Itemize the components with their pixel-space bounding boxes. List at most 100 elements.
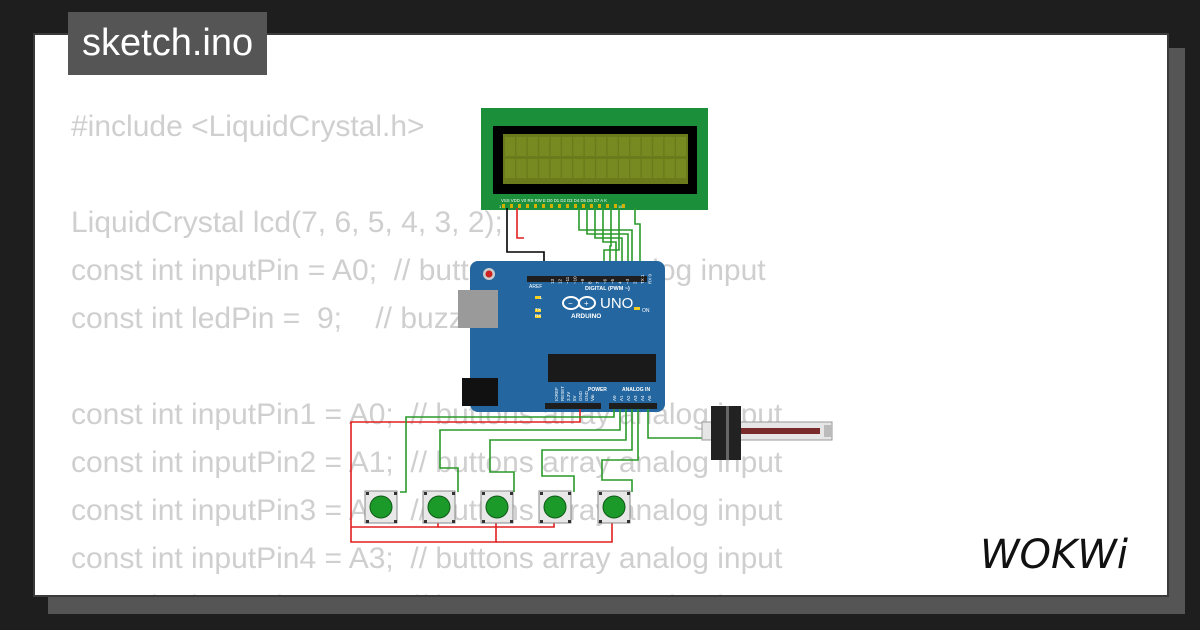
- digital-label: DIGITAL (PWM ~): [585, 286, 630, 292]
- digital-pin-label: ~11: [565, 276, 570, 284]
- power-pin-label: GND: [578, 390, 583, 401]
- code-line: LiquidCrystal lcd(7, 6, 5, 4, 3, 2);: [71, 206, 503, 239]
- pushbutton[interactable]: [480, 490, 514, 524]
- digital-pin-label: 2: [633, 281, 638, 284]
- lcd-pin: [502, 204, 505, 208]
- analog-pin-label: A0: [612, 395, 617, 401]
- lcd-char-cell: [573, 159, 584, 178]
- power-label: POWER: [588, 387, 607, 393]
- digital-pin-label: 7: [595, 281, 600, 284]
- code-line: #include <LiquidCrystal.h>: [71, 110, 425, 143]
- arduino-logo: − +: [562, 296, 596, 310]
- lcd-char-cell: [607, 137, 618, 156]
- lcd-pin: [622, 204, 625, 208]
- slide-potentiometer[interactable]: [701, 406, 833, 460]
- code-preview: #include <LiquidCrystal.h> LiquidCrystal …: [71, 103, 783, 595]
- lcd-char-cell: [527, 159, 538, 178]
- lcd-char-cell: [539, 159, 550, 178]
- board-model-label: UNO: [600, 295, 633, 312]
- lcd-char-cell: [619, 159, 629, 178]
- atmega-chip: [548, 354, 656, 382]
- lcd-char-cell: [562, 159, 572, 178]
- lcd-char-cell: [607, 159, 618, 178]
- pushbutton[interactable]: [597, 490, 631, 524]
- analog-pin-label: A3: [633, 395, 638, 401]
- aref-label: AREF: [529, 284, 542, 290]
- on-label: ON: [642, 308, 650, 314]
- pushbutton-row: [364, 490, 631, 524]
- lcd-pin-last: 16: [618, 204, 623, 209]
- power-pin-label: GND: [584, 390, 589, 401]
- analog-pin-label: A2: [626, 395, 631, 401]
- file-title: sketch.ino: [68, 12, 268, 75]
- digital-pin-label: 8: [588, 281, 593, 284]
- analog-label: ANALOG IN: [622, 387, 650, 393]
- code-line: const int inputPin2 = A1; // buttons arr…: [71, 446, 783, 479]
- digital-pin-label: ~9: [580, 278, 585, 284]
- power-pin-label: IOREF: [554, 387, 559, 401]
- lcd-char-cell: [630, 137, 641, 156]
- power-pin-label: Vin: [590, 394, 595, 401]
- lcd-char-cell: [505, 159, 515, 178]
- lcd-pin: [518, 204, 521, 208]
- digital-header: [527, 276, 647, 282]
- tx-label: TX: [535, 307, 541, 312]
- button-wires: [350, 409, 714, 543]
- analog-header: [609, 403, 657, 409]
- lcd-pin: [510, 204, 513, 208]
- lcd-char-cell: [676, 159, 686, 178]
- lcd-pin: [590, 204, 593, 208]
- pushbutton[interactable]: [538, 490, 572, 524]
- analog-pin-label: A1: [619, 395, 624, 401]
- preview-card: #include <LiquidCrystal.h> LiquidCrystal …: [33, 33, 1169, 597]
- lcd-char-cell: [619, 137, 629, 156]
- lcd-char-cell: [516, 137, 527, 156]
- lcd-pixel-grid: [505, 137, 686, 178]
- lcd-char-cell: [539, 137, 550, 156]
- lcd-char-cell: [527, 137, 538, 156]
- analog-pin-label: A5: [647, 395, 652, 401]
- digital-pin-label: ~6: [603, 278, 608, 284]
- power-pin-label: RESET: [560, 386, 565, 401]
- svg-text:WOKWi: WOKWi: [980, 532, 1128, 578]
- power-jack: [462, 378, 498, 406]
- arduino-board[interactable]: AREF DIGITAL (PWM ~) L TX RX ON − + UNO …: [458, 261, 665, 412]
- lcd-char-cell: [653, 159, 664, 178]
- pushbutton[interactable]: [364, 490, 398, 524]
- lcd-char-cell: [676, 137, 686, 156]
- lcd-pin: [550, 204, 553, 208]
- digital-pin-label: ~3: [625, 278, 630, 284]
- lcd-char-cell: [550, 159, 561, 178]
- lcd-pin: [582, 204, 585, 208]
- digital-pin-label: 12: [558, 278, 563, 284]
- lcd-char-cell: [653, 137, 664, 156]
- board-brand-label: ARDUINO: [571, 313, 601, 320]
- lcd-char-cell: [505, 137, 515, 156]
- lcd-char-cell: [641, 137, 652, 156]
- lcd-pin: [598, 204, 601, 208]
- lcd-char-cell: [584, 159, 595, 178]
- digital-pin-label: ~10: [573, 276, 578, 284]
- wokwi-logo: WOKWi: [980, 532, 1128, 578]
- lcd-char-cell: [550, 137, 561, 156]
- lcd-char-cell: [641, 159, 652, 178]
- lcd-char-cell: [562, 137, 572, 156]
- digital-pin-label: 13: [550, 278, 555, 284]
- lcd-pin: [526, 204, 529, 208]
- lcd-char-cell: [664, 137, 675, 156]
- digital-pin-label: ~5: [610, 278, 615, 284]
- digital-pin-label: 4: [618, 281, 623, 284]
- lcd-pin: [542, 204, 545, 208]
- pushbutton[interactable]: [422, 490, 456, 524]
- code-line: const int inputPin1 = A0; // buttons arr…: [71, 398, 783, 431]
- code-line: const int inputPin5 = A4; // buttons arr…: [71, 583, 782, 595]
- lcd-char-cell: [630, 159, 641, 178]
- usb-connector: [458, 290, 498, 328]
- lcd-char-cell: [596, 159, 607, 178]
- lcd-pin-first: 1: [499, 204, 502, 209]
- lcd-module[interactable]: VSS VDD V0 RS RW E D0 D1 D2 D3 D4 D5 D6 …: [481, 108, 708, 210]
- digital-pin-label: TX 1: [640, 274, 645, 284]
